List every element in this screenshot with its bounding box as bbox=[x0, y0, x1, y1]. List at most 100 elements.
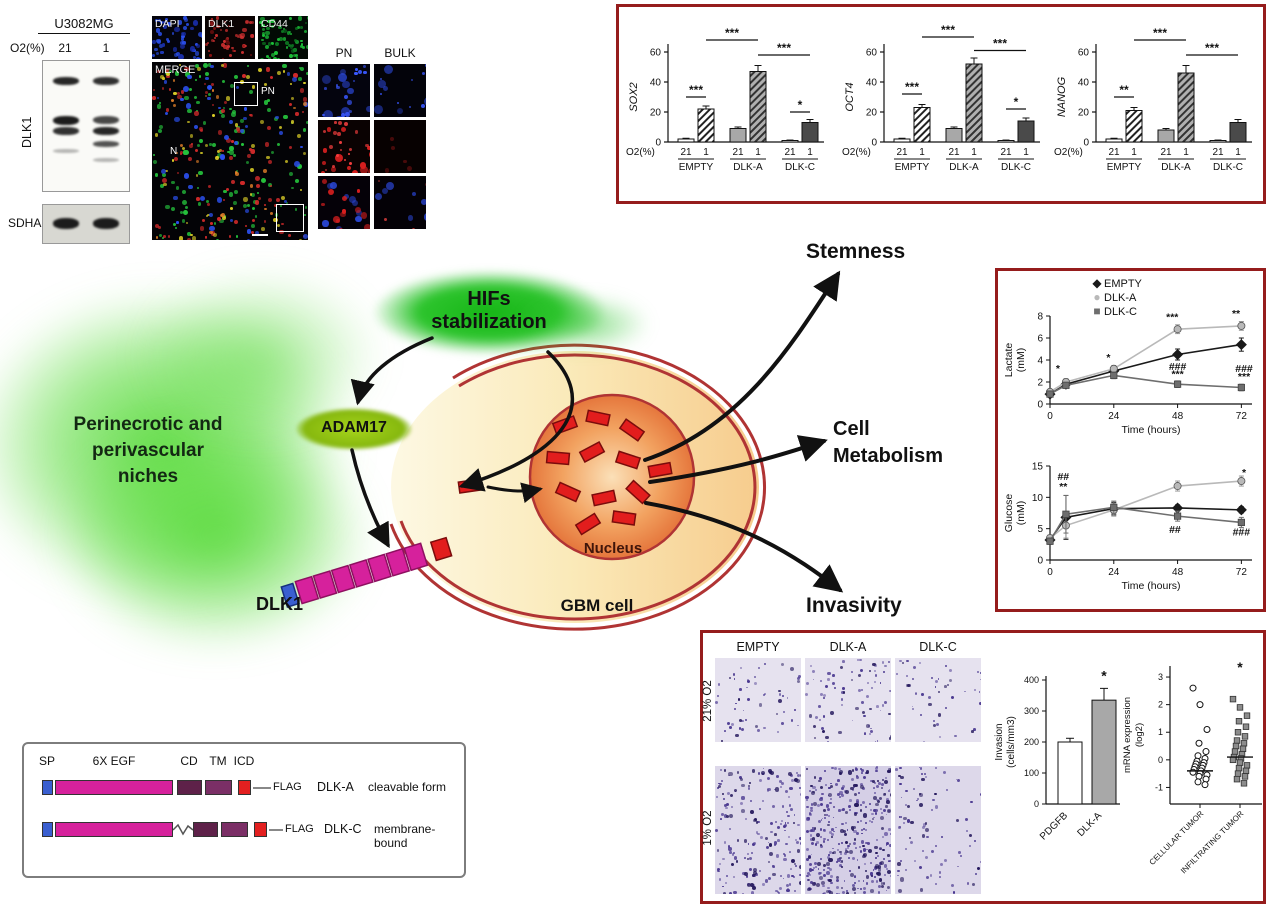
invasion-image-21-dlk-a bbox=[805, 658, 891, 742]
svg-text:6: 6 bbox=[1037, 334, 1043, 345]
svg-text:48: 48 bbox=[1172, 567, 1184, 578]
svg-text:3: 3 bbox=[1158, 672, 1163, 682]
svg-text:***: *** bbox=[993, 37, 1007, 51]
svg-text:Invasion: Invasion bbox=[994, 723, 1005, 760]
svg-text:###: ### bbox=[1233, 527, 1251, 539]
scale-bar bbox=[252, 234, 268, 236]
pn-dlk1-tile bbox=[318, 120, 370, 173]
svg-text:21: 21 bbox=[1160, 147, 1172, 158]
dlk1-label: DLK1 bbox=[256, 594, 304, 614]
svg-text:21: 21 bbox=[784, 147, 796, 158]
cell-membrane-inner bbox=[399, 353, 757, 621]
svg-text:1: 1 bbox=[1131, 147, 1137, 158]
dlk-a-description: cleavable form bbox=[368, 780, 447, 794]
bulk-dapi-tile bbox=[374, 64, 426, 117]
sdha-blot-label: SDHA bbox=[8, 216, 42, 230]
svg-text:***: *** bbox=[905, 80, 919, 94]
svg-text:***: *** bbox=[1171, 369, 1184, 381]
legend-empty: ◆EMPTY bbox=[1090, 276, 1142, 290]
dlk-c-cd-box bbox=[193, 822, 218, 837]
svg-text:72: 72 bbox=[1236, 411, 1248, 422]
svg-text:O2(%): O2(%) bbox=[1054, 147, 1083, 158]
dlk1-channel-label: DLK1 bbox=[208, 18, 235, 30]
svg-text:200: 200 bbox=[1024, 737, 1039, 747]
svg-text:DLK-A: DLK-A bbox=[1076, 810, 1105, 839]
svg-text:*: * bbox=[1237, 659, 1243, 675]
domain-tm-label: TM bbox=[209, 754, 227, 768]
domain-egf-label: 6X EGF bbox=[92, 754, 136, 768]
domain-cd-label: CD bbox=[180, 754, 198, 768]
legend-dlk-c: ■DLK-C bbox=[1090, 304, 1142, 318]
hifs-blob-halo bbox=[520, 295, 650, 353]
invasion-col-dlk-c: DLK-C bbox=[919, 640, 957, 654]
svg-text:21: 21 bbox=[1108, 147, 1120, 158]
dlk-a-name: DLK-A bbox=[317, 780, 354, 794]
svg-text:DLK-C: DLK-C bbox=[1001, 162, 1031, 173]
svg-text:**: ** bbox=[1119, 83, 1129, 97]
dlk-c-name: DLK-C bbox=[324, 822, 362, 836]
invasion-row-1-label: 1% O2 bbox=[702, 810, 714, 846]
dlk-a-tm-box bbox=[205, 780, 232, 795]
legend-dlk-a: ●DLK-A bbox=[1090, 290, 1142, 304]
svg-text:21: 21 bbox=[680, 147, 692, 158]
svg-text:48: 48 bbox=[1172, 411, 1184, 422]
svg-text:300: 300 bbox=[1024, 706, 1039, 716]
svg-text:***: *** bbox=[1153, 26, 1167, 40]
svg-text:Time (hours): Time (hours) bbox=[1121, 424, 1180, 436]
pn-dapi-tile bbox=[318, 64, 370, 117]
nucleus-label: Nucleus bbox=[583, 540, 643, 557]
svg-text:Glucose: Glucose bbox=[1003, 494, 1015, 533]
svg-text:-1: -1 bbox=[1155, 782, 1163, 792]
svg-text:Lactate: Lactate bbox=[1003, 343, 1015, 378]
svg-text:15: 15 bbox=[1032, 462, 1044, 473]
dlk-c-tm-box bbox=[221, 822, 248, 837]
svg-text:###: ### bbox=[1235, 363, 1253, 375]
zoom-inset-box bbox=[276, 204, 304, 232]
construct-legend: SP 6X EGF CD TM ICD FLAG DLK-A cleavable… bbox=[22, 742, 466, 878]
svg-text:21: 21 bbox=[948, 147, 960, 158]
dlk-a-flag-line bbox=[253, 787, 271, 789]
dlk1-channel-image: DLK1 bbox=[205, 16, 255, 59]
svg-text:40: 40 bbox=[866, 78, 878, 89]
svg-text:DLK-A: DLK-A bbox=[1161, 162, 1191, 173]
merge-label: MERGE bbox=[155, 64, 196, 76]
svg-text:24: 24 bbox=[1108, 567, 1120, 578]
invasion-image-1-empty bbox=[715, 766, 801, 894]
svg-text:1: 1 bbox=[807, 147, 813, 158]
svg-text:(log2): (log2) bbox=[1134, 723, 1145, 747]
invasion-row-21-label: 21% O2 bbox=[702, 680, 714, 722]
svg-text:1: 1 bbox=[1183, 147, 1189, 158]
invasivity-label: Invasivity bbox=[806, 594, 902, 617]
svg-text:1: 1 bbox=[1158, 727, 1163, 737]
stemness-panel-frame bbox=[616, 4, 1266, 204]
dlk1-icd-fragments bbox=[457, 409, 673, 536]
svg-text:21: 21 bbox=[896, 147, 908, 158]
invasion-image-1-dlk-c bbox=[895, 766, 981, 894]
dlk1-blot-label: DLK1 bbox=[20, 116, 34, 148]
dlk-c-flag-line bbox=[269, 829, 283, 831]
adam17-label: ADAM17 bbox=[321, 419, 387, 436]
svg-text:40: 40 bbox=[650, 78, 662, 89]
square-marker-icon: ■ bbox=[1093, 304, 1101, 318]
svg-text:0: 0 bbox=[1047, 567, 1053, 578]
svg-text:1: 1 bbox=[1023, 147, 1029, 158]
svg-text:OCT4: OCT4 bbox=[844, 82, 856, 111]
metabolism-panel-frame bbox=[995, 268, 1266, 612]
nucleus-shape bbox=[528, 393, 696, 561]
svg-text:DLK-C: DLK-C bbox=[1213, 162, 1243, 173]
dlk-a-flag-label: FLAG bbox=[273, 781, 302, 793]
cell-membrane-outer bbox=[389, 343, 766, 631]
svg-text:20: 20 bbox=[1078, 108, 1090, 119]
svg-text:***: *** bbox=[1238, 371, 1251, 383]
dlk-c-flag-label: FLAG bbox=[285, 823, 314, 835]
arrow-to-stemness bbox=[643, 270, 841, 462]
arrow-to-metabolism bbox=[648, 435, 828, 484]
dlk-c-sp-box bbox=[42, 822, 53, 837]
bulk-column-header: BULK bbox=[384, 46, 416, 60]
